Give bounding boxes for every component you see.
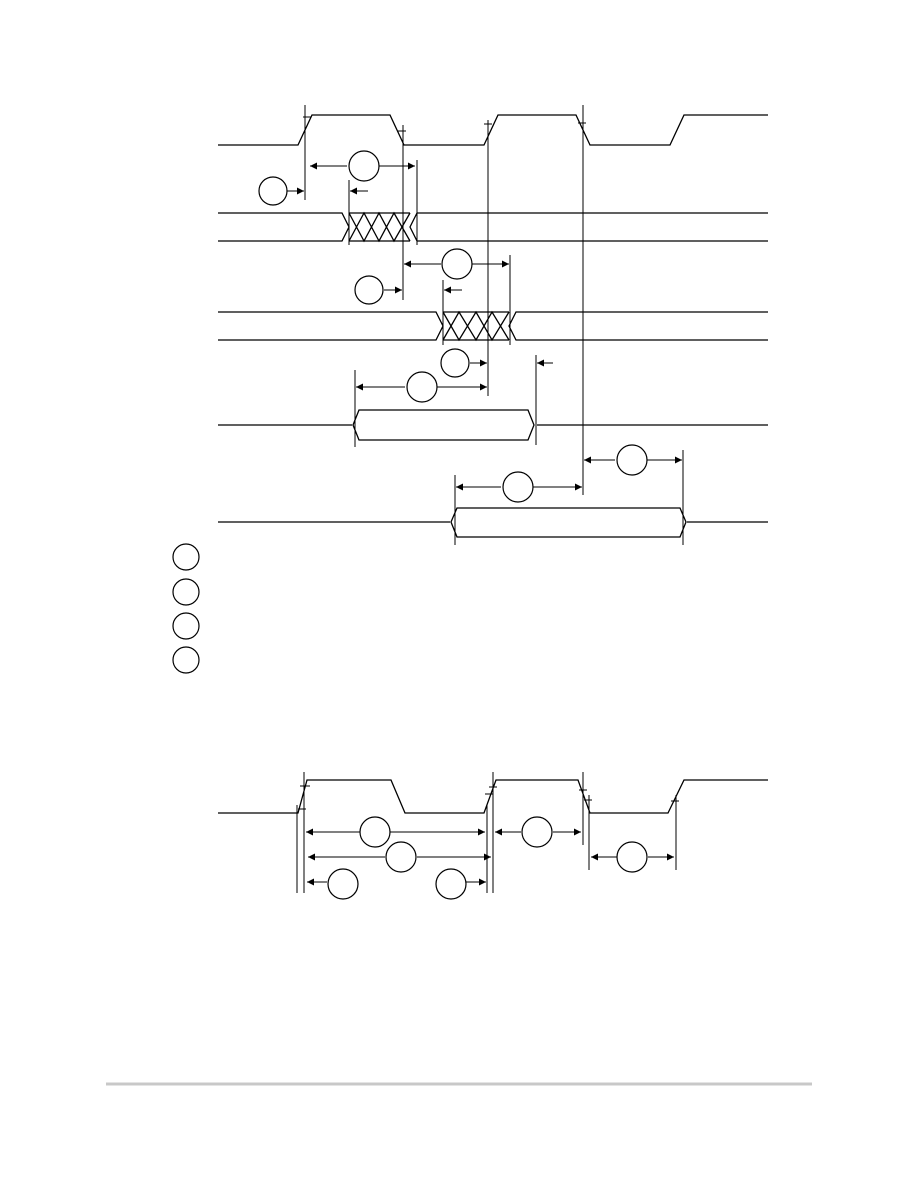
parameter-marker xyxy=(354,275,384,305)
legend-marker xyxy=(172,578,200,606)
parameter-marker xyxy=(616,841,648,873)
parameter-marker xyxy=(502,471,534,503)
reference-lines xyxy=(304,105,684,545)
clock-waveform xyxy=(218,114,768,146)
parameter-marker xyxy=(385,841,417,873)
parameter-marker xyxy=(440,348,470,378)
clock-timing-reference-lines xyxy=(296,772,677,893)
legend-marker xyxy=(172,646,200,674)
parameter-marker xyxy=(616,444,648,476)
bus-b-waveform xyxy=(218,310,768,342)
parameter-marker xyxy=(435,868,467,900)
legend xyxy=(172,543,200,674)
top-timing-figure xyxy=(172,105,768,674)
strobe-1-waveform xyxy=(218,409,768,441)
strobe-2-waveform xyxy=(218,507,768,538)
clock-edge-ticks xyxy=(303,116,586,132)
parameter-marker xyxy=(359,816,391,848)
parameter-marker xyxy=(521,816,553,848)
parameter-marker xyxy=(406,371,438,403)
clock-timing-dimension-arrows xyxy=(306,828,674,886)
parameter-marker xyxy=(327,868,359,900)
bottom-timing-figure xyxy=(218,772,768,900)
clock-timing-edge-ticks xyxy=(298,785,679,810)
bus-a-waveform xyxy=(218,211,768,243)
dimension-arrows xyxy=(287,162,682,491)
parameter-marker xyxy=(258,176,288,206)
legend-marker xyxy=(172,612,200,640)
parameter-marker xyxy=(441,248,473,280)
parameter-marker xyxy=(348,150,380,182)
legend-marker xyxy=(172,543,200,571)
